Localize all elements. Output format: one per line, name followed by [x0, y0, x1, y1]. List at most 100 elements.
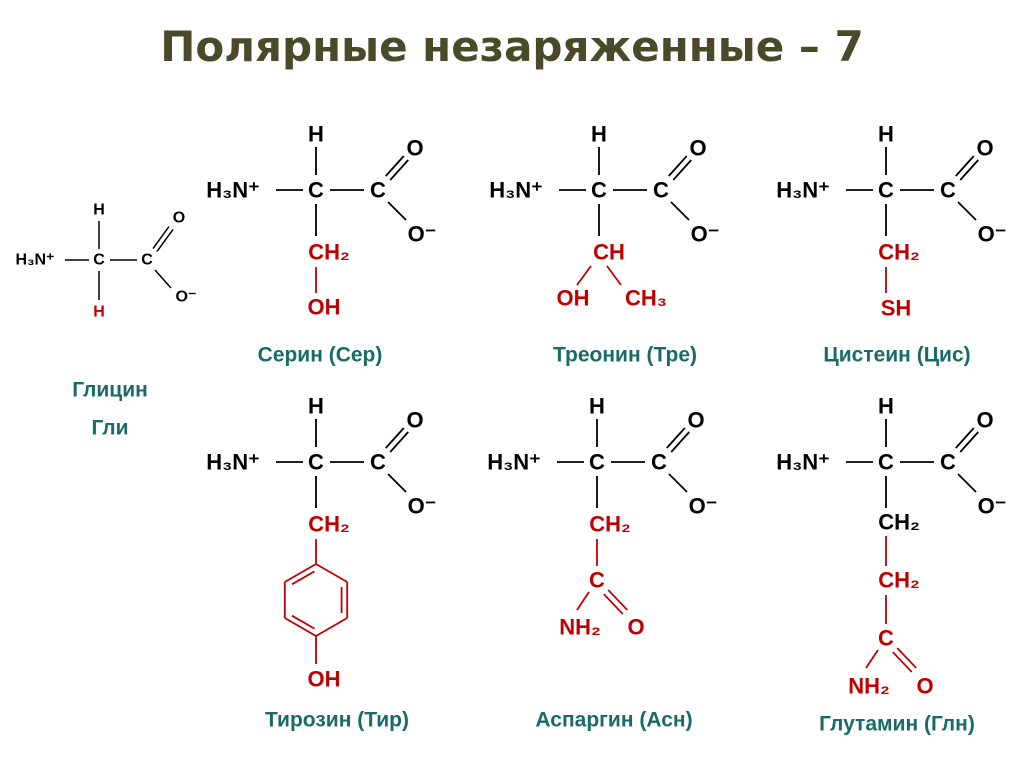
tyrosine-ch2: CH₂: [308, 512, 350, 537]
serine-amino-group: H₃N⁺: [206, 178, 260, 203]
tyrosine-carboxyl-oxygen: O: [406, 408, 423, 433]
double-bond: [959, 159, 979, 181]
asparagine-alpha-carbon: C: [589, 450, 605, 475]
glutamine-carboxyl-oxygen: O: [976, 408, 993, 433]
threonine-label: Треонин (Тре): [553, 344, 697, 367]
glutamine-label: Глутамин (Глн): [819, 713, 975, 736]
cysteine-carboxyl-carbon: C: [940, 178, 956, 203]
bond: [606, 265, 622, 286]
asparagine-amide-nh2: NH₂: [559, 615, 601, 640]
tyrosine-carboxyl-carbon: C: [370, 450, 386, 475]
double-bond: [955, 427, 975, 449]
glycine-carboxyl-oxygen: O: [173, 210, 185, 227]
page-title: Полярные незаряженные – 7: [160, 22, 864, 71]
cysteine-alpha-carbon: C: [878, 178, 894, 203]
glycine-abbreviation: Гли: [91, 417, 128, 440]
threonine-ch: CH: [593, 240, 625, 265]
asparagine-carboxyl-carbon: C: [651, 450, 667, 475]
bond: [576, 591, 590, 611]
double-bond: [666, 427, 686, 449]
benzene-ring-bond: [315, 563, 348, 583]
cysteine-ch2: CH₂: [878, 240, 920, 265]
asparagine-label: Аспаргин (Асн): [535, 709, 692, 732]
serine-alpha-hydrogen: H: [308, 122, 324, 147]
threonine-hydroxyl: OH: [557, 286, 590, 311]
double-bond: [385, 427, 405, 449]
bond: [387, 473, 407, 493]
tyrosine-label: Тирозин (Тир): [265, 709, 409, 732]
glutamine-amide-carbon: C: [878, 626, 894, 651]
asparagine-carboxylate-oxygen: O⁻: [689, 494, 718, 519]
benzene-ring-bond: [284, 563, 317, 583]
serine-ch2: CH₂: [308, 240, 350, 265]
tyrosine-amino-group: H₃N⁺: [206, 450, 260, 475]
glutamine-amino-group: H₃N⁺: [776, 450, 830, 475]
benzene-ring-bond: [284, 617, 317, 637]
glycine-carboxylate-oxygen: O⁻: [176, 289, 197, 306]
bond: [957, 201, 977, 221]
serine-hydroxyl: OH: [308, 295, 341, 320]
serine-label: Серин (Сер): [258, 344, 383, 367]
benzene-ring-bond: [315, 617, 348, 637]
glycine-carboxyl-carbon: C: [141, 252, 153, 269]
serine-carboxyl-carbon: C: [370, 178, 386, 203]
bond: [387, 201, 407, 221]
cysteine-amino-group: H₃N⁺: [776, 178, 830, 203]
cysteine-label: Цистеин (Цис): [823, 344, 970, 367]
cysteine-carboxylate-oxygen: O⁻: [978, 222, 1007, 247]
double-bond: [607, 589, 628, 611]
double-bond: [959, 431, 979, 453]
asparagine-alpha-hydrogen: H: [589, 394, 605, 419]
threonine-alpha-hydrogen: H: [591, 122, 607, 147]
glycine-name: Глицин: [72, 379, 148, 402]
asparagine-carboxyl-oxygen: O: [687, 408, 704, 433]
threonine-amino-group: H₃N⁺: [489, 178, 543, 203]
double-bond: [156, 229, 174, 252]
benzene-inner-bond: [291, 570, 315, 586]
tyrosine-hydroxyl: OH: [308, 667, 341, 692]
benzene-inner-bond: [291, 614, 315, 630]
bond: [670, 201, 690, 221]
glycine-alpha-hydrogen: H: [93, 202, 105, 219]
tyrosine-alpha-hydrogen: H: [308, 394, 324, 419]
threonine-carboxyl-carbon: C: [653, 178, 669, 203]
threonine-methyl: CH₃: [625, 286, 667, 311]
glutamine-carboxyl-carbon: C: [940, 450, 956, 475]
glutamine-carboxylate-oxygen: O⁻: [978, 494, 1007, 519]
asparagine-amino-group: H₃N⁺: [487, 450, 541, 475]
cysteine-carboxyl-oxygen: O: [976, 136, 993, 161]
threonine-carboxyl-oxygen: O: [689, 136, 706, 161]
double-bond: [670, 431, 690, 453]
tyrosine-carboxylate-oxygen: O⁻: [408, 494, 437, 519]
serine-carboxylate-oxygen: O⁻: [408, 222, 437, 247]
double-bond: [389, 431, 409, 453]
glutamine-alpha-carbon: C: [878, 450, 894, 475]
asparagine-amide-oxygen: O: [627, 615, 644, 640]
asparagine-amide-carbon: C: [589, 568, 605, 593]
double-bond: [892, 651, 913, 673]
glutamine-amide-oxygen: O: [916, 674, 933, 699]
bond: [668, 473, 688, 493]
bond: [957, 473, 977, 493]
cysteine-alpha-hydrogen: H: [878, 122, 894, 147]
glycine-amino-group: H₃N⁺: [16, 252, 55, 269]
double-bond: [668, 155, 688, 177]
double-bond: [385, 155, 405, 177]
double-bond: [955, 155, 975, 177]
double-bond: [389, 159, 409, 181]
bond: [576, 265, 592, 286]
bond: [865, 649, 879, 669]
bond: [154, 269, 172, 289]
double-bond: [152, 226, 170, 249]
tyrosine-alpha-carbon: C: [308, 450, 324, 475]
asparagine-ch2: CH₂: [589, 512, 631, 537]
threonine-carboxylate-oxygen: O⁻: [691, 222, 720, 247]
double-bond: [672, 159, 692, 181]
serine-carboxyl-oxygen: O: [406, 136, 423, 161]
glutamine-alpha-hydrogen: H: [878, 394, 894, 419]
threonine-alpha-carbon: C: [591, 178, 607, 203]
glycine-side-hydrogen: H: [93, 304, 105, 321]
cysteine-thiol: SH: [881, 296, 912, 321]
glutamine-ch2-beta: CH₂: [878, 510, 920, 535]
